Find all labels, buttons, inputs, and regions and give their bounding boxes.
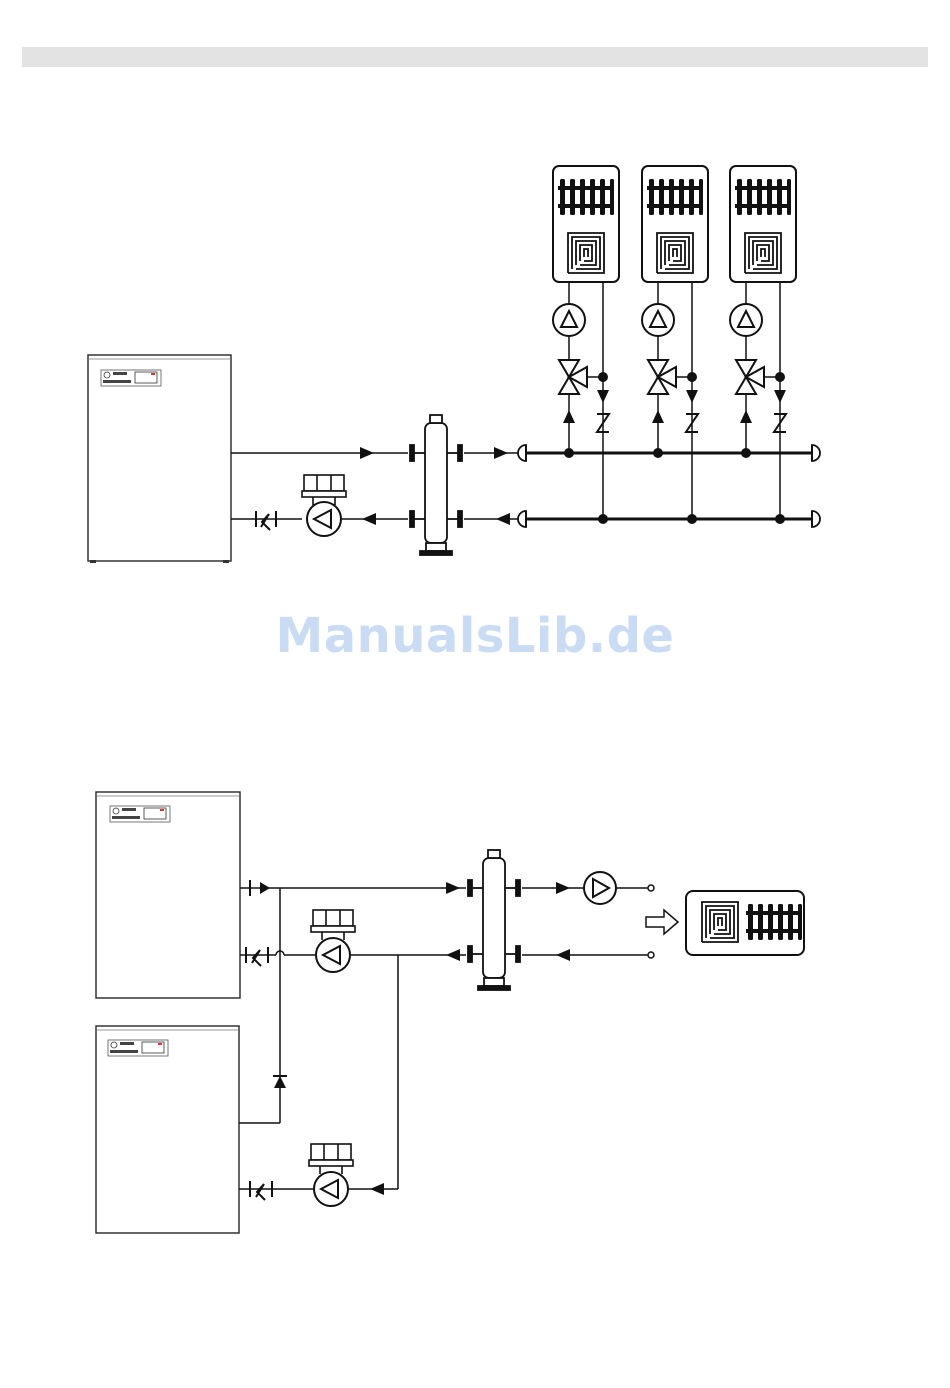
return-manifold [518,511,820,527]
circuit-pump-icon [642,304,674,336]
diagram-single-boiler [88,166,820,563]
flow-direction-arrow-icon [646,910,678,934]
supply-manifold [518,445,820,461]
mixing-valve-icon [736,360,764,394]
circuit-pump-icon [730,304,762,336]
check-valve-lower [250,1181,272,1200]
check-valve-symbol [256,511,276,530]
heating-circuit-2 [642,166,708,524]
boiler-pump-lower [309,1144,353,1206]
circuit-pump-icon [553,304,585,336]
cascade-flow-line [239,880,648,1123]
boiler-pump [302,475,346,536]
boiler-pump-upper [311,910,355,972]
heating-circuit-3 [730,166,796,524]
hydraulic-separator [410,415,462,555]
boiler-unit-lower [96,1026,239,1233]
watermark-text: ManualsLib.de [0,608,950,664]
check-valve-upper [246,947,268,966]
circuit-pump-cascade [584,872,616,904]
hydraulic-separator-cascade [468,850,520,990]
cascade-return-line [239,949,648,1195]
return-line [231,513,518,525]
flow-line [231,447,518,459]
mixing-valve-icon [648,360,676,394]
diagram-boiler-cascade [96,792,804,1233]
boiler-unit-upper [96,792,240,998]
boiler-unit [88,355,231,563]
consumer-panel [686,891,804,955]
mixing-valve-icon [559,360,587,394]
heating-circuit-1 [553,166,619,524]
